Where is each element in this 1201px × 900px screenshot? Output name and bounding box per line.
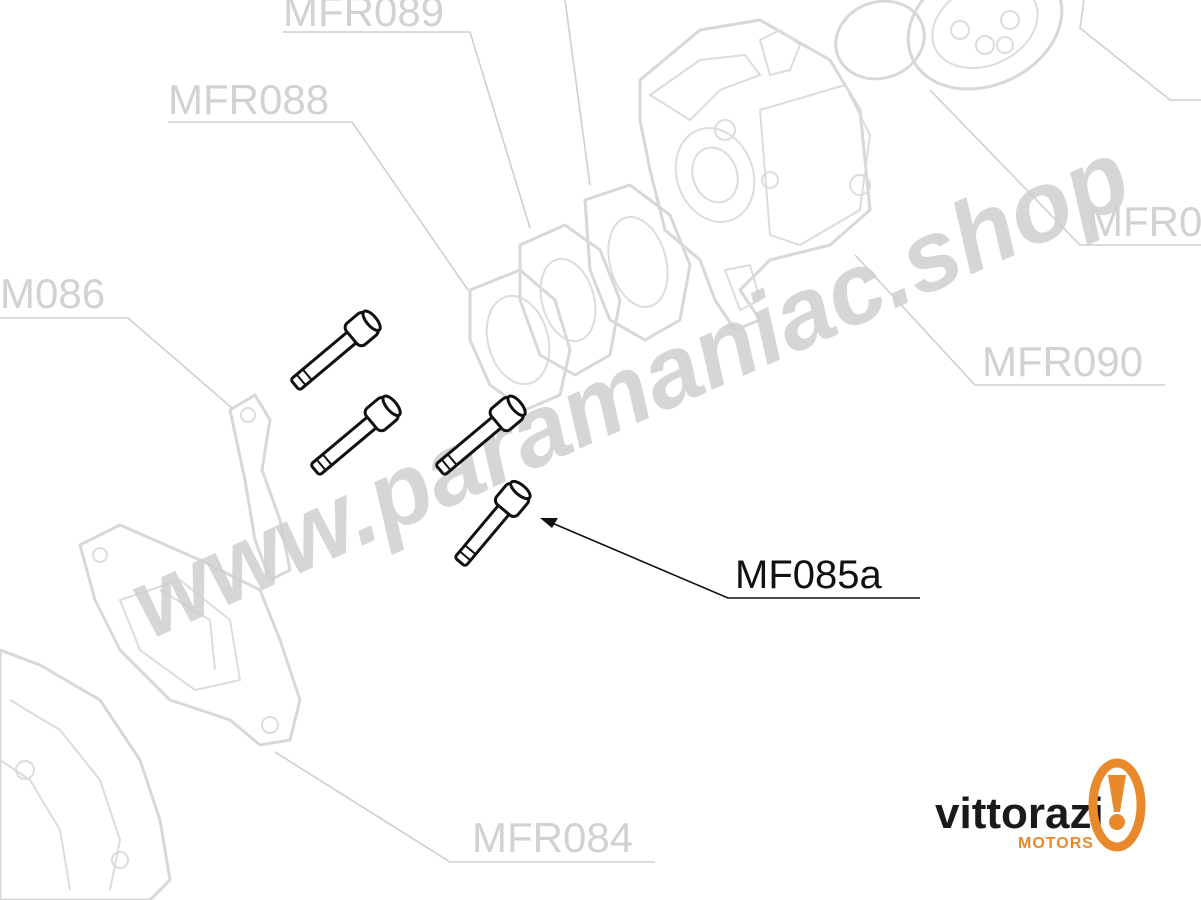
watermark: www.paramaniac.shop (113, 119, 1145, 661)
ghost-labels: MFR089 MFR088 M086 MFR0 MFR090 MFR084 (0, 0, 1201, 861)
ghost-leaders (0, 0, 1201, 863)
screw-set-mf085a (290, 309, 532, 567)
label-mfr0-partial: MFR0 (1088, 198, 1201, 245)
screw (454, 479, 532, 567)
brand-emblem-icon (1088, 758, 1146, 852)
label-mfr088: MFR088 (168, 76, 329, 123)
brand-logo: vittorazi MOTORS (935, 758, 1146, 852)
arrowhead (540, 518, 558, 528)
label-mfr089: MFR089 (283, 0, 444, 35)
ghost-reed-block (78, 523, 302, 747)
ghost-parts (0, 0, 1064, 900)
screw (290, 309, 382, 391)
brand-subtitle: MOTORS (1018, 835, 1094, 852)
ghost-bracket (228, 393, 292, 582)
brand-name: vittorazi (935, 789, 1104, 838)
screw (310, 394, 402, 476)
watermark-text: www.paramaniac.shop (113, 119, 1145, 661)
label-mfr084: MFR084 (472, 814, 633, 861)
ghost-gaskets (468, 183, 692, 412)
label-mfr090: MFR090 (982, 338, 1143, 385)
label-mf085a: MF085a (735, 553, 882, 597)
screw (435, 394, 527, 476)
ghost-lower-part (0, 648, 172, 900)
callout-mf085a: MF085a (540, 518, 920, 599)
ghost-housing (638, 18, 872, 332)
label-m086: M086 (0, 270, 105, 317)
ghost-bearing-top-right (834, 0, 1064, 91)
